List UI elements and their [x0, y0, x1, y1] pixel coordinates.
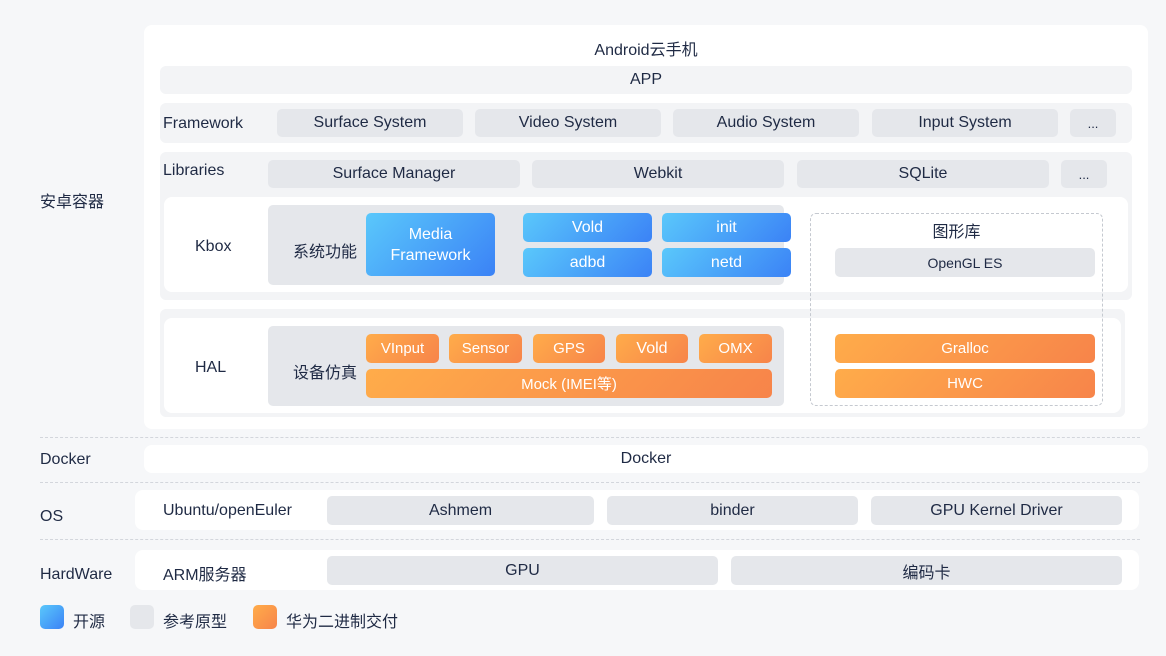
opengl-es-block: OpenGL ES — [835, 248, 1095, 277]
hal-item: Sensor — [449, 334, 522, 363]
framework-label: Framework — [163, 115, 244, 132]
hardware-item: GPU — [327, 556, 718, 585]
side-label-os: OS — [40, 508, 64, 525]
hal-item: GPS — [533, 334, 605, 363]
kbox-group-label: 系统功能 — [293, 244, 358, 261]
framework-item: Input System — [872, 109, 1058, 137]
framework-item: Audio System — [673, 109, 859, 137]
library-item: Surface Manager — [268, 160, 520, 188]
hal-label: HAL — [195, 359, 227, 376]
hardware-name: ARM服务器 — [163, 567, 247, 584]
kbox-item: init — [662, 213, 791, 242]
hal-group-label: 设备仿真 — [293, 365, 358, 382]
library-item: SQLite — [797, 160, 1049, 188]
hardware-item: 编码卡 — [731, 556, 1122, 585]
kbox-item: netd — [662, 248, 791, 277]
library-item: Webkit — [532, 160, 784, 188]
library-item-more: ... — [1061, 160, 1107, 188]
side-label-android-container: 安卓容器 — [40, 194, 105, 211]
side-label-docker: Docker — [40, 451, 91, 468]
docker-layer: Docker — [144, 445, 1148, 473]
os-item: binder — [607, 496, 858, 525]
legend-label-huawei-binary: 华为二进制交付 — [286, 614, 399, 631]
framework-item-more: ... — [1070, 109, 1116, 137]
kbox-item: adbd — [523, 248, 652, 277]
divider — [40, 539, 1140, 540]
legend-swatch-huawei-binary — [253, 605, 277, 629]
legend-swatch-reference-prototype — [130, 605, 154, 629]
divider — [40, 482, 1140, 483]
graphics-library-title: 图形库 — [932, 224, 981, 241]
hal-mock-block: Mock (IMEI等) — [366, 369, 772, 398]
hal-item: OMX — [699, 334, 772, 363]
hal-item: Vold — [616, 334, 688, 363]
legend-label-reference-prototype: 参考原型 — [163, 614, 228, 631]
hal-item: VInput — [366, 334, 439, 363]
framework-item: Video System — [475, 109, 661, 137]
android-title: Android云手机 — [594, 42, 698, 59]
os-name: Ubuntu/openEuler — [163, 502, 292, 519]
legend-label-open-source: 开源 — [73, 614, 106, 631]
graphics-library-box — [810, 213, 1103, 406]
hwc-block: HWC — [835, 369, 1095, 398]
kbox-label: Kbox — [195, 238, 232, 255]
app-layer: APP — [160, 66, 1132, 94]
gralloc-block: Gralloc — [835, 334, 1095, 363]
framework-item: Surface System — [277, 109, 463, 137]
os-item: Ashmem — [327, 496, 594, 525]
libraries-label: Libraries — [163, 162, 225, 179]
media-framework-block: Media Framework — [366, 213, 495, 276]
divider — [40, 437, 1140, 438]
kbox-item: Vold — [523, 213, 652, 242]
os-item: GPU Kernel Driver — [871, 496, 1122, 525]
side-label-hardware: HardWare — [40, 566, 113, 583]
legend-swatch-open-source — [40, 605, 64, 629]
